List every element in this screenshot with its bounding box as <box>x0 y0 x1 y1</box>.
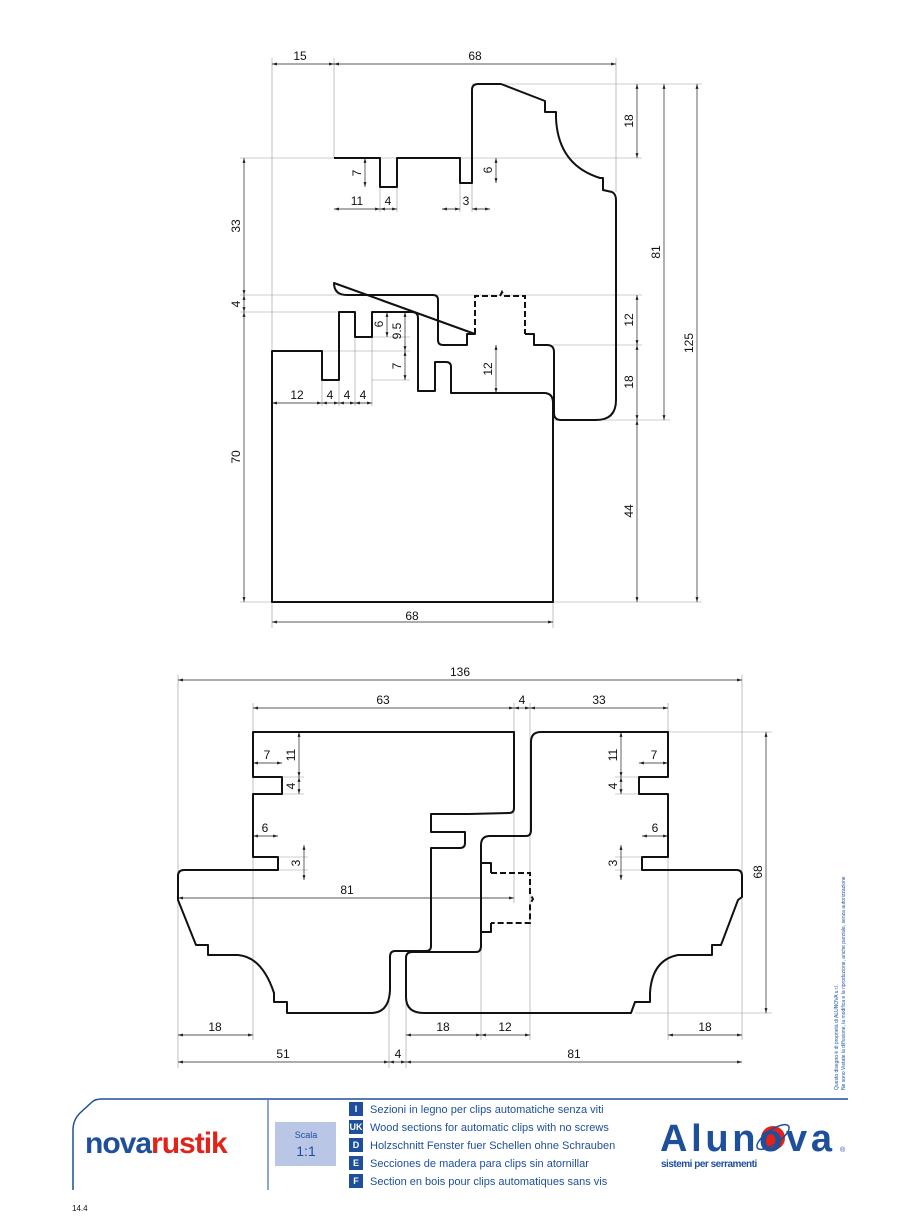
dim-label: 4 <box>385 194 392 208</box>
dim-label: 33 <box>229 219 243 233</box>
dim-label: 7 <box>651 748 658 762</box>
dim-label: 63 <box>376 693 390 707</box>
dim-label: 18 <box>698 1020 712 1034</box>
page-number: 14.4 <box>72 1204 88 1213</box>
lang-badge: D <box>353 1140 360 1150</box>
bottom-section: 136 63 4 33 68 7 11 4 6 3 81 11 7 4 6 3 … <box>177 665 772 1068</box>
dim-label: 11 <box>284 748 298 761</box>
dim-label: 6 <box>372 320 386 327</box>
alunova-logo: Alunova ® sistemi per serramenti <box>660 1118 846 1170</box>
dim-label: 4 <box>229 300 243 307</box>
alunova-orbit-icon <box>756 1123 790 1151</box>
dim-label: 4 <box>395 1047 402 1061</box>
dim-label: 125 <box>682 333 696 353</box>
lang-badge: F <box>353 1176 359 1186</box>
sash-profile <box>333 83 617 421</box>
registered-mark: ® <box>840 1146 846 1154</box>
dim-label: 3 <box>289 859 303 866</box>
alunova-wordmark: Alunova <box>660 1118 833 1160</box>
dim-label: 18 <box>622 375 636 389</box>
footer: novarustik Scala 1:1 I Sezioni in legno … <box>72 1098 848 1213</box>
dim-label: 18 <box>208 1020 222 1034</box>
dim-label: 12 <box>622 313 636 327</box>
dim-label: 18 <box>622 114 636 128</box>
dim-label: 4 <box>606 782 620 789</box>
alunova-tagline: sistemi per serramenti <box>661 1159 757 1170</box>
scale-value: 1:1 <box>296 1143 316 1159</box>
dim-label: 4 <box>344 388 351 402</box>
top-section: 15 68 18 81 125 33 4 70 7 11 4 3 6 6 9.5… <box>229 49 702 628</box>
footer-border <box>72 1098 848 1190</box>
dim-label: 81 <box>649 245 663 259</box>
dim-label: 68 <box>751 865 765 879</box>
copyright-line-1: Questo disegno è di proprietà di ALUNOVA… <box>834 984 840 1090</box>
dim-label: 7 <box>264 748 271 762</box>
dim-label: 9.5 <box>390 322 404 339</box>
dimension-lines <box>242 62 699 624</box>
dim-label: 51 <box>276 1047 290 1061</box>
lang-text: Wood sections for automatic clips with n… <box>370 1122 609 1134</box>
dim-label: 11 <box>351 194 364 208</box>
copyright-line-2: Ne sono Vietate la diffusione, la modifi… <box>841 876 847 1090</box>
lang-text: Section en bois pour clips automatiques … <box>370 1176 608 1188</box>
dim-label: 33 <box>592 693 606 707</box>
scale-label: Scala <box>295 1130 318 1140</box>
dim-label: 3 <box>606 859 620 866</box>
dim-label: 44 <box>622 504 636 518</box>
top-dimension-labels: 15 68 18 81 125 33 4 70 7 11 4 3 6 6 9.5… <box>229 49 696 623</box>
dimension-lines <box>178 678 768 1064</box>
dim-label: 6 <box>481 166 495 173</box>
dim-label: 6 <box>652 821 659 835</box>
lang-text: Holzschnitt Fenster fuer Schellen ohne S… <box>370 1140 615 1152</box>
dim-label: 4 <box>360 388 367 402</box>
dim-label: 70 <box>229 450 243 464</box>
dim-label: 81 <box>567 1047 581 1061</box>
dim-label: 6 <box>262 821 269 835</box>
dim-label: 4 <box>284 782 298 789</box>
dim-label: 12 <box>481 362 495 376</box>
dim-label: 68 <box>468 49 482 63</box>
lang-text: Secciones de madera para clips sin atorn… <box>370 1158 589 1170</box>
lang-badge: UK <box>350 1122 363 1132</box>
dim-label: 4 <box>519 693 526 707</box>
copyright-notice: Questo disegno è di proprietà di ALUNOVA… <box>834 876 847 1090</box>
clip-step <box>481 862 492 933</box>
dim-label: 136 <box>450 665 470 679</box>
clip-outline <box>491 872 535 924</box>
lang-text: Sezioni in legno per clips automatiche s… <box>370 1104 604 1116</box>
dim-label: 11 <box>606 748 620 761</box>
dim-label: 81 <box>340 883 354 897</box>
lang-badge: E <box>353 1158 359 1168</box>
novarustik-logo: novarustik <box>85 1127 228 1160</box>
dim-label: 4 <box>327 388 334 402</box>
dim-label: 7 <box>390 362 404 369</box>
dim-label: 12 <box>290 388 304 402</box>
language-list: I Sezioni in legno per clips automatiche… <box>349 1102 615 1188</box>
dim-label: 3 <box>463 194 470 208</box>
dim-label: 7 <box>350 169 364 176</box>
clip-outline <box>474 289 526 334</box>
frame-profile <box>271 311 554 603</box>
dim-label: 12 <box>498 1020 512 1034</box>
extension-lines <box>177 675 772 1068</box>
dim-label: 68 <box>405 609 419 623</box>
scale-box <box>275 1122 336 1166</box>
right-sash-profile <box>405 731 743 1014</box>
bottom-dimension-labels: 136 63 4 33 68 7 11 4 6 3 81 11 7 4 6 3 … <box>208 665 765 1061</box>
left-sash-profile <box>177 731 515 1014</box>
dim-label: 18 <box>436 1020 450 1034</box>
lang-badge: I <box>355 1104 358 1114</box>
dim-label: 15 <box>293 49 307 63</box>
